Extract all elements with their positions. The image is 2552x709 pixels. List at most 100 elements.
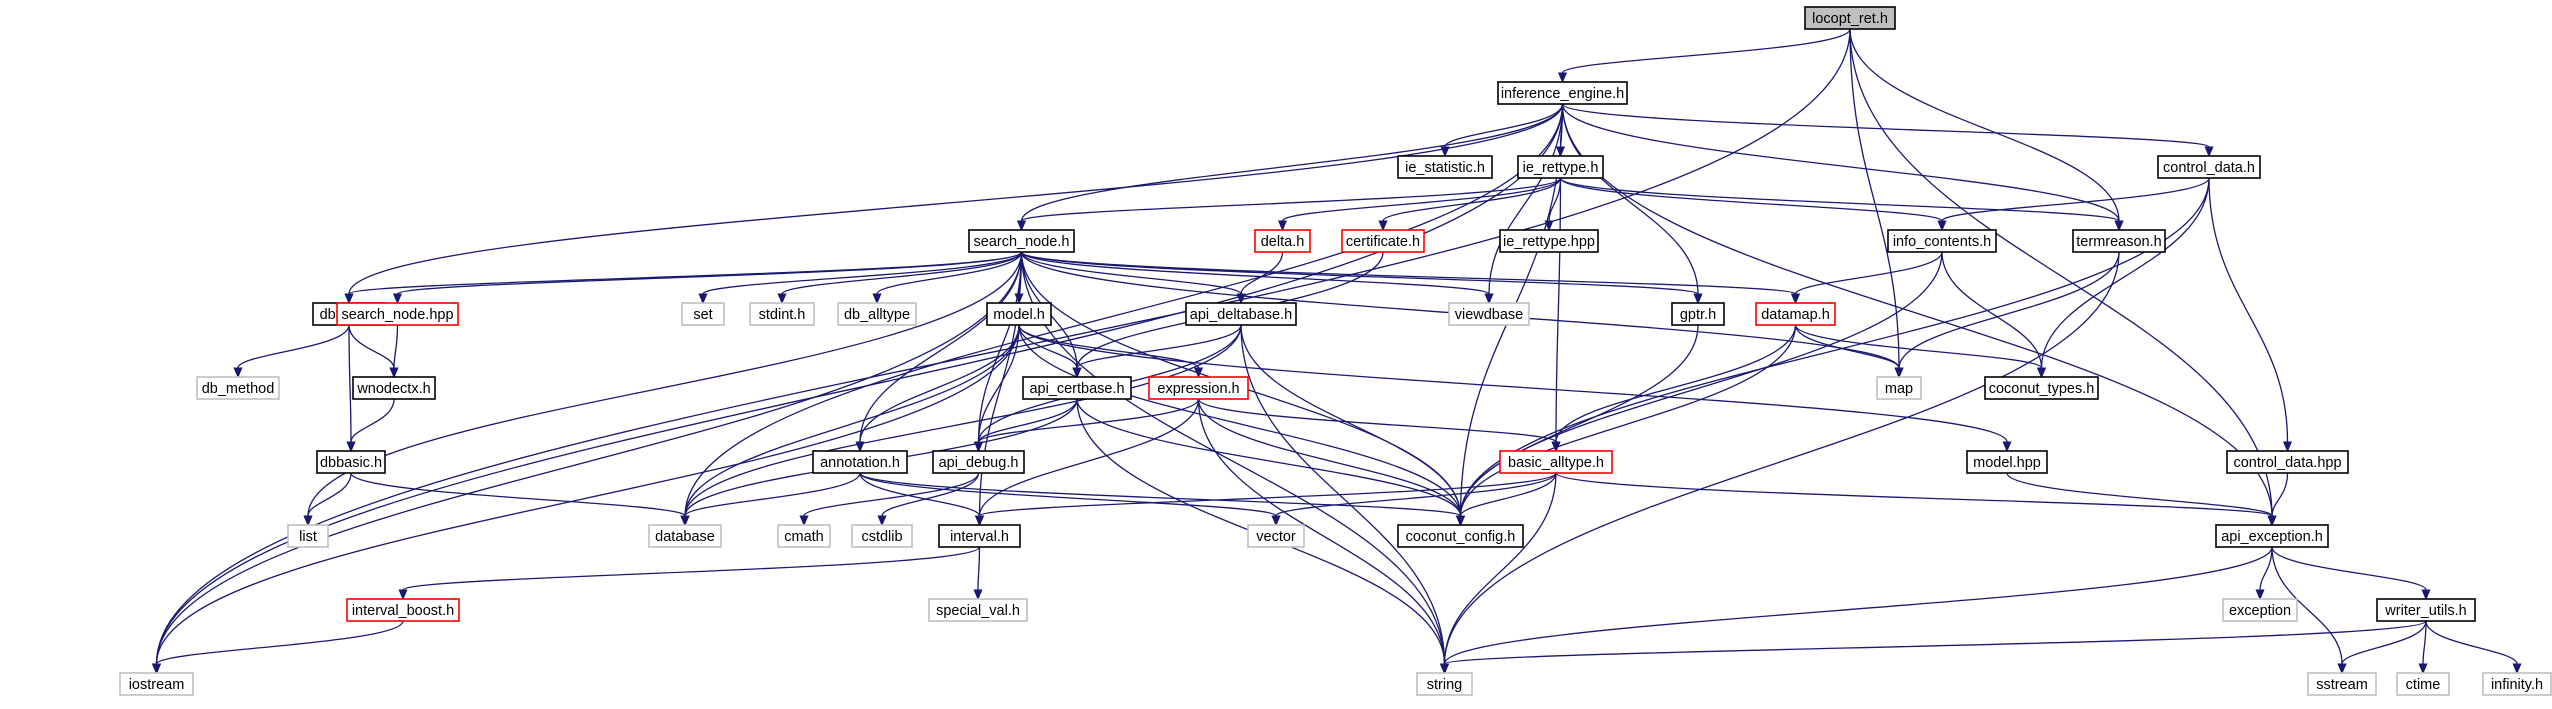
node-infinity[interactable]: infinity.h	[2482, 672, 2552, 696]
node-list[interactable]: list	[287, 524, 329, 548]
node-model[interactable]: model.h	[986, 302, 1052, 326]
node-cstdlib[interactable]: cstdlib	[851, 524, 913, 548]
node-database[interactable]: database	[648, 524, 722, 548]
edge-arrowhead	[974, 515, 985, 527]
edge-api_exception-to-writer_utils	[2271, 546, 2431, 601]
edge-line	[2208, 177, 2289, 443]
node-box	[928, 598, 1028, 622]
edge-datamap-to-basic_alltype	[1551, 324, 1797, 453]
node-dbbasic[interactable]: dbbasic.h	[316, 450, 386, 474]
node-label: stdint.h	[759, 307, 806, 323]
edge-line	[684, 103, 1564, 517]
node-label: annotation.h	[820, 455, 900, 471]
edge-arrowhead	[1551, 441, 1561, 453]
node-exception[interactable]: exception	[2222, 598, 2298, 622]
node-label: iostream	[129, 677, 185, 693]
node-box	[812, 450, 908, 474]
node-set[interactable]: set	[681, 302, 725, 326]
node-api-debug[interactable]: api_debug.h	[932, 450, 1025, 474]
node-certificate[interactable]: certificate.h	[1341, 229, 1425, 253]
edge-arrowhead	[346, 441, 356, 453]
node-annotation[interactable]: annotation.h	[812, 450, 908, 474]
node-db-method[interactable]: db_method	[196, 376, 280, 400]
node-expression[interactable]: expression.h	[1148, 376, 1249, 400]
node-coconut-config[interactable]: coconut_config.h	[1397, 524, 1524, 548]
node-delta[interactable]: delta.h	[1254, 229, 1311, 253]
node-gptr[interactable]: gptr.h	[1671, 302, 1725, 326]
node-interval-boost[interactable]: interval_boost.h	[346, 598, 460, 622]
edge-line	[859, 472, 1462, 517]
edge-line	[348, 324, 352, 443]
node-inference-engine[interactable]: inference_engine.h	[1497, 81, 1628, 105]
node-control-data-hpp[interactable]: control_data.hpp	[2226, 450, 2349, 474]
edge-line	[1020, 251, 1242, 295]
node-model-hpp[interactable]: model.hpp	[1966, 450, 2048, 474]
edge-search_node-to-stdint	[777, 251, 1023, 305]
node-box	[1517, 155, 1604, 179]
edge-line	[237, 324, 350, 369]
edge-api_exception-to-exception	[2255, 546, 2273, 601]
node-stdint[interactable]: stdint.h	[749, 302, 815, 326]
node-iostream[interactable]: iostream	[119, 672, 194, 696]
node-db-alltype[interactable]: db_alltype	[837, 302, 917, 326]
node-writer-utils[interactable]: writer_utils.h	[2376, 598, 2476, 622]
edge-line	[1020, 251, 1490, 295]
node-box	[1755, 302, 1836, 326]
node-label: search_node.hpp	[341, 307, 453, 323]
node-special-val[interactable]: special_val.h	[928, 598, 1028, 622]
node-label: ie_statistic.h	[1405, 160, 1485, 176]
node-sstream[interactable]: sstream	[2307, 672, 2377, 696]
node-string[interactable]: string	[1416, 672, 1473, 696]
node-search-node[interactable]: search_node.h	[968, 229, 1075, 253]
node-info-contents[interactable]: info_contents.h	[1887, 229, 1997, 253]
node-label: api_deltabase.h	[1190, 307, 1292, 323]
node-wnodectx[interactable]: wnodectx.h	[352, 376, 436, 400]
node-datamap[interactable]: datamap.h	[1755, 302, 1836, 326]
edge-line	[684, 324, 1242, 517]
node-box	[1984, 376, 2099, 400]
node-box	[1247, 524, 1305, 548]
node-label: ie_rettype.h	[1523, 160, 1599, 176]
node-ie-statistic[interactable]: ie_statistic.h	[1397, 155, 1493, 179]
edge-line	[977, 398, 1200, 443]
node-label: coconut_types.h	[1989, 381, 2095, 397]
edge-arrowhead	[1236, 293, 1246, 305]
node-interval[interactable]: interval.h	[938, 524, 1021, 548]
node-control-data[interactable]: control_data.h	[2157, 155, 2261, 179]
node-box	[2072, 229, 2166, 253]
node-api-deltabase[interactable]: api_deltabase.h	[1185, 302, 1297, 326]
node-viewdbase[interactable]: viewdbase	[1448, 302, 1530, 326]
node-map[interactable]: map	[1876, 376, 1922, 400]
node-label: interval_boost.h	[352, 603, 454, 619]
edge-line	[1076, 398, 1462, 517]
node-api-certbase[interactable]: api_certbase.h	[1022, 376, 1132, 400]
edge-ie_rettype-to-search_node	[1016, 177, 1562, 232]
edge-line	[2271, 546, 2427, 591]
edge-line	[348, 103, 1564, 295]
node-ie-rettype[interactable]: ie_rettype.h	[1517, 155, 1604, 179]
node-coconut-types[interactable]: coconut_types.h	[1984, 376, 2099, 400]
edge-arrowhead	[1790, 293, 1801, 305]
node-box	[2482, 672, 2552, 696]
edge-api_exception-to-string	[1439, 546, 2273, 675]
node-box	[777, 524, 831, 548]
node-box	[1022, 376, 1132, 400]
node-termreason[interactable]: termreason.h	[2072, 229, 2166, 253]
node-ctime[interactable]: ctime	[2396, 672, 2450, 696]
node-basic-alltype[interactable]: basic_alltype.h	[1499, 450, 1613, 474]
edge-arrowhead	[2337, 663, 2347, 675]
node-locopt-ret[interactable]: locopt_ret.h	[1804, 6, 1896, 30]
node-label: model.hpp	[1973, 455, 2041, 471]
node-label: basic_alltype.h	[1508, 455, 1604, 471]
edge-line	[1018, 324, 1078, 369]
node-search-node-hpp[interactable]: search_node.hpp	[336, 302, 459, 326]
edge-line	[2006, 472, 2273, 517]
node-api-exception[interactable]: api_exception.h	[2215, 524, 2329, 548]
edge-arrowhead	[799, 515, 809, 527]
edge-line	[1275, 472, 1557, 517]
node-box	[1397, 524, 1524, 548]
node-label: locopt_ret.h	[1812, 11, 1888, 27]
node-ie-rettype-hpp[interactable]: ie_rettype.hpp	[1499, 229, 1599, 253]
node-cmath[interactable]: cmath	[777, 524, 831, 548]
node-vector[interactable]: vector	[1247, 524, 1305, 548]
